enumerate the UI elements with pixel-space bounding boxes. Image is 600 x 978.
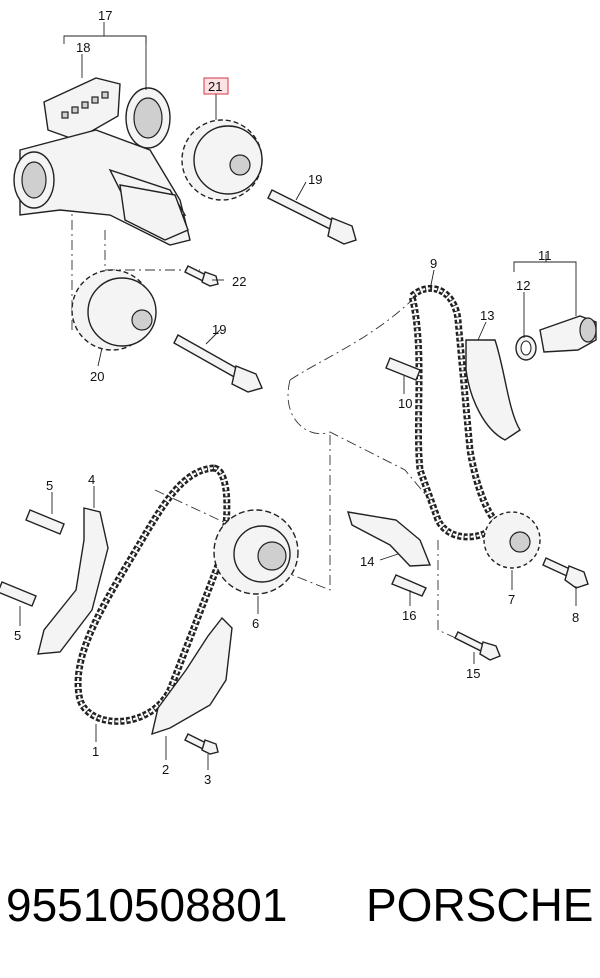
guide-pin-5-upper [25, 509, 65, 535]
callout-5-lower: 5 [14, 628, 21, 643]
chain-guide-13 [465, 339, 521, 441]
callout-12: 12 [516, 278, 530, 293]
callout-1: 1 [92, 744, 99, 759]
intermediate-sprocket-7 [483, 511, 541, 569]
guide-pin-5-lower [0, 581, 37, 607]
callout-22: 22 [232, 274, 246, 289]
highlight-box-21 [203, 77, 229, 95]
callout-10: 10 [398, 396, 412, 411]
bolt-8 [542, 557, 589, 589]
pin-10 [385, 357, 421, 381]
cam-adjuster-sprocket-20 [71, 269, 157, 351]
callout-18: 18 [76, 40, 90, 55]
cam-adjuster-sprocket-21 [181, 119, 263, 201]
callout-16: 16 [402, 608, 416, 623]
callout-4: 4 [88, 472, 95, 487]
crankshaft-sprocket-6 [213, 509, 299, 595]
callout-9: 9 [430, 256, 437, 271]
bolt-15 [454, 631, 501, 661]
callout-15: 15 [466, 666, 480, 681]
callout-21: 21 [208, 79, 222, 94]
callout-7: 7 [508, 592, 515, 607]
callout-14: 14 [360, 554, 374, 569]
timing-chain-exploded-diagram: 17 18 21 19 22 19 20 9 11 12 13 10 4 5 5… [0, 8, 597, 787]
tensioner-rail-2 [151, 616, 233, 736]
callout-19-lower: 19 [212, 322, 226, 337]
leader-lines [19, 22, 577, 770]
callouts: 17 18 21 19 22 19 20 9 11 12 13 10 4 5 5… [14, 8, 579, 787]
brand-name: PORSCHE [366, 879, 594, 931]
pin-16 [391, 574, 427, 597]
bolt-22 [184, 265, 219, 287]
callout-19-upper: 19 [308, 172, 322, 187]
upper-timing-chain [408, 284, 504, 541]
bolt-19-upper [267, 189, 357, 245]
part-caption: 95510508801 PORSCHE [0, 868, 600, 948]
callout-6: 6 [252, 616, 259, 631]
housing-slots [61, 91, 109, 119]
callout-13: 13 [480, 308, 494, 323]
bolt-3 [184, 733, 219, 755]
chain-guide-4 [37, 507, 109, 655]
tensioner-rail-14 [346, 511, 432, 567]
assembly-lines [71, 200, 461, 641]
callout-2: 2 [162, 762, 169, 777]
part-number: 95510508801 [6, 879, 288, 931]
bolt-19-lower [173, 334, 263, 393]
camshaft-housing-assembly [13, 77, 191, 246]
callout-20: 20 [90, 369, 104, 384]
seal-ring-12 [515, 335, 537, 361]
callout-8: 8 [572, 610, 579, 625]
callout-11: 11 [538, 248, 552, 263]
callout-5-upper: 5 [46, 478, 53, 493]
callout-17: 17 [98, 8, 112, 23]
chain-tensioner-11 [539, 315, 597, 353]
callout-3: 3 [204, 772, 211, 787]
